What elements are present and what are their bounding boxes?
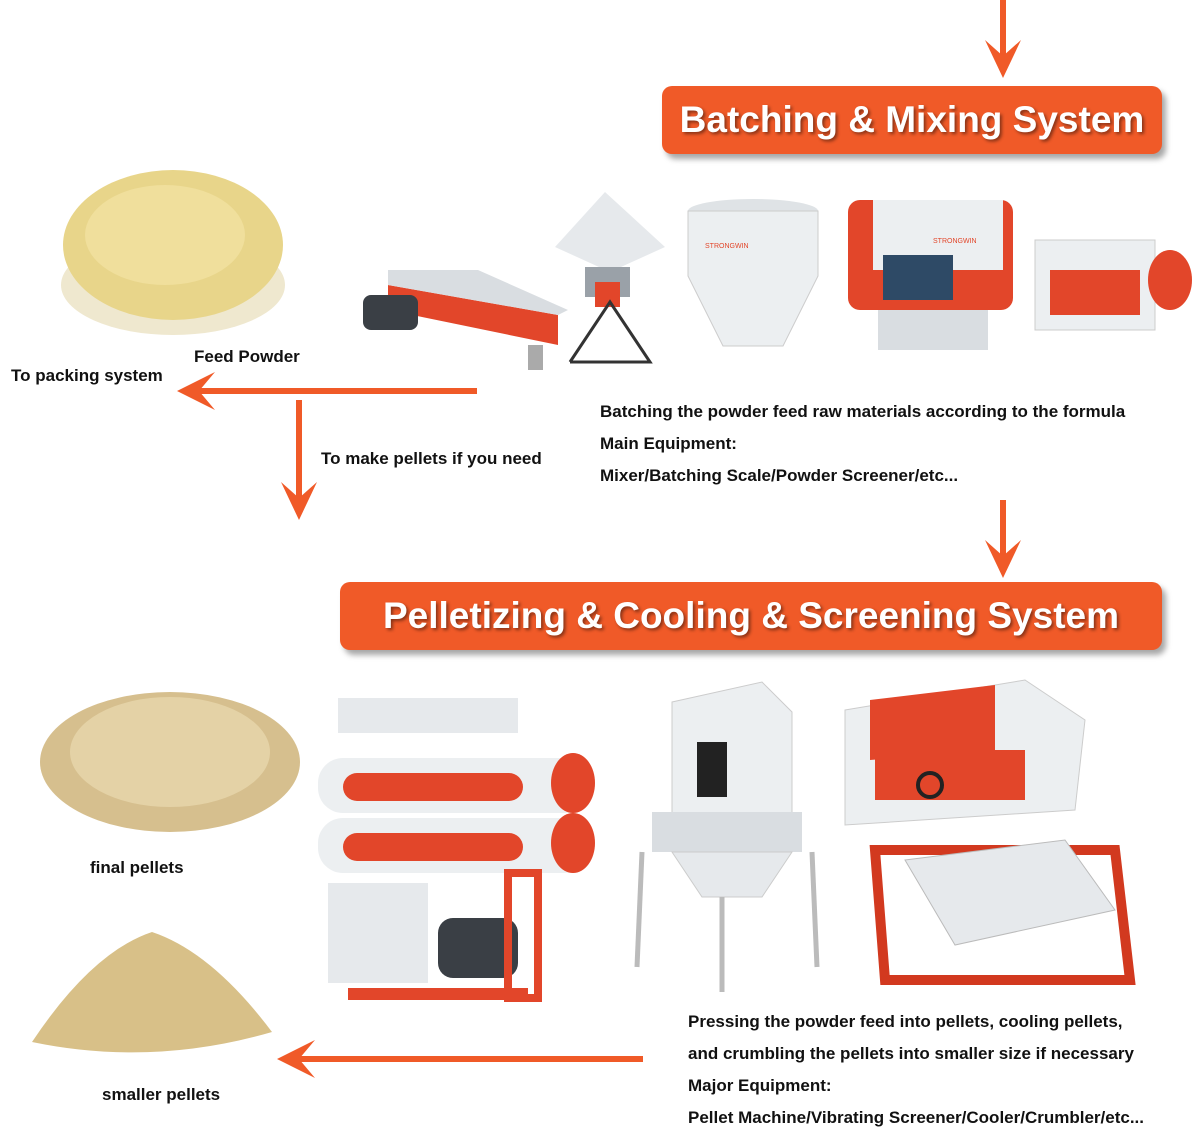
pelletizing-description: Pressing the powder feed into pellets, c…	[688, 1006, 1144, 1129]
batching-title: Batching & Mixing System	[679, 99, 1145, 140]
mixer-image: STRONGWIN	[848, 200, 1013, 350]
silo-bin-image: STRONGWIN	[687, 199, 819, 347]
pelletizing-banner: Pelletizing & Cooling & Screening System	[340, 582, 1162, 650]
batching-description-line: Main Equipment:	[600, 434, 737, 453]
vibrating-screener-image	[869, 839, 1136, 985]
final-pellets-label: final pellets	[90, 858, 184, 877]
brand-logo: STRONGWIN	[933, 238, 977, 245]
powder-screener-image	[1034, 239, 1192, 331]
pelletizing-description-line: and crumbling the pellets into smaller s…	[688, 1044, 1134, 1063]
batching-description: Batching the powder feed raw materials a…	[600, 396, 1125, 492]
batching-mixing-banner: Batching & Mixing System	[662, 86, 1162, 154]
pellet-mill-image	[318, 698, 595, 1002]
counterflow-cooler-image	[634, 681, 820, 992]
feed-powder-image	[61, 170, 285, 335]
batching-scale-image	[555, 192, 665, 364]
final-pellets-image	[40, 692, 300, 832]
smaller-pellets-label: smaller pellets	[102, 1085, 221, 1104]
brand-logo: STRONGWIN	[705, 243, 749, 250]
to-pellets-label: To make pellets if you need	[321, 449, 542, 468]
crumbler-image	[844, 679, 1086, 826]
pelletizing-description-line: Pellet Machine/Vibrating Screener/Cooler…	[688, 1108, 1144, 1127]
pelletizing-description-line: Major Equipment:	[688, 1076, 832, 1095]
feed-powder-label: Feed Powder	[194, 347, 300, 366]
pelletizing-description-line: Pressing the powder feed into pellets, c…	[688, 1012, 1123, 1031]
smaller-pellets-image	[32, 932, 272, 1053]
batching-description-line: Mixer/Batching Scale/Powder Screener/etc…	[600, 466, 959, 485]
screw-conveyor-image	[363, 270, 568, 370]
to-packing-label: To packing system	[11, 366, 163, 385]
batching-description-line: Batching the powder feed raw materials a…	[600, 402, 1126, 421]
pelletizing-title: Pelletizing & Cooling & Screening System	[382, 595, 1120, 636]
